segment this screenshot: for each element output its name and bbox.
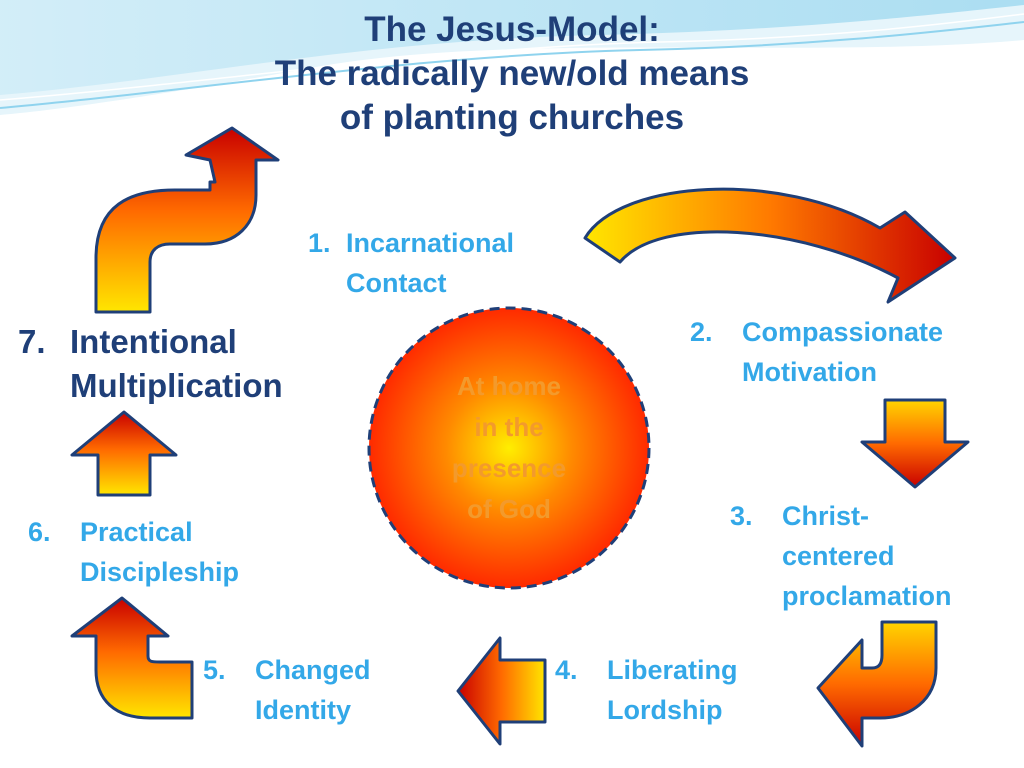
- down-arrow-icon: [860, 398, 970, 489]
- step-label-line: centered: [782, 541, 895, 571]
- step-label-line: Liberating: [607, 655, 738, 685]
- curved-arrow-icon: [583, 187, 957, 304]
- step-label: Liberating Lordship: [607, 650, 738, 730]
- step-label-line: Christ-: [782, 501, 869, 531]
- title-line-3: of planting churches: [339, 98, 685, 137]
- title-line-2: The radically new/old means: [274, 54, 750, 93]
- step-label: Changed Identity: [255, 650, 371, 730]
- step-label-line: Contact: [346, 268, 447, 298]
- center-line: of God: [467, 494, 551, 524]
- step-label-line: Lordship: [607, 695, 723, 725]
- step-label: Christ- centered proclamation: [782, 496, 952, 616]
- step-label-line: Multiplication: [70, 367, 283, 404]
- up-arrow-icon: [70, 410, 178, 497]
- step-label-line: Compassionate: [742, 317, 944, 347]
- step-number: 4.: [555, 655, 578, 685]
- step-number: 2.: [690, 317, 713, 347]
- u-turn-arrow-icon: [70, 596, 194, 720]
- center-line: in the: [474, 412, 544, 442]
- center-label: At home in the presence of God: [416, 366, 602, 530]
- title-line-1: The Jesus-Model:: [364, 10, 660, 49]
- bent-up-arrow-icon: [94, 126, 280, 314]
- step-label: Practical Discipleship: [80, 512, 239, 592]
- u-turn-arrow-icon: [816, 620, 938, 748]
- step-label-line: Discipleship: [80, 557, 240, 587]
- step-number: 1.: [308, 228, 331, 258]
- step-label: Intentional Multiplication: [70, 320, 283, 408]
- step-label-line: Incarnational: [346, 228, 515, 258]
- left-arrow-icon: [456, 636, 547, 746]
- step-label-line: Practical: [80, 517, 193, 547]
- page-title: The Jesus-Model: The radically new/old m…: [140, 8, 884, 140]
- center-line: At home: [457, 371, 561, 401]
- step-number: 7.: [18, 323, 46, 360]
- step-number: 5.: [203, 655, 226, 685]
- step-label-line: Intentional: [70, 323, 237, 360]
- step-label: Compassionate Motivation: [742, 312, 943, 392]
- step-number: 3.: [730, 501, 753, 531]
- center-circle: [367, 306, 651, 590]
- step-label-line: Motivation: [742, 357, 877, 387]
- step-label-line: proclamation: [782, 581, 952, 611]
- center-line: presence: [451, 453, 567, 483]
- step-number: 6.: [28, 517, 51, 547]
- step-label-line: Identity: [255, 695, 352, 725]
- step-label: Incarnational Contact: [346, 223, 514, 303]
- step-label-line: Changed: [255, 655, 371, 685]
